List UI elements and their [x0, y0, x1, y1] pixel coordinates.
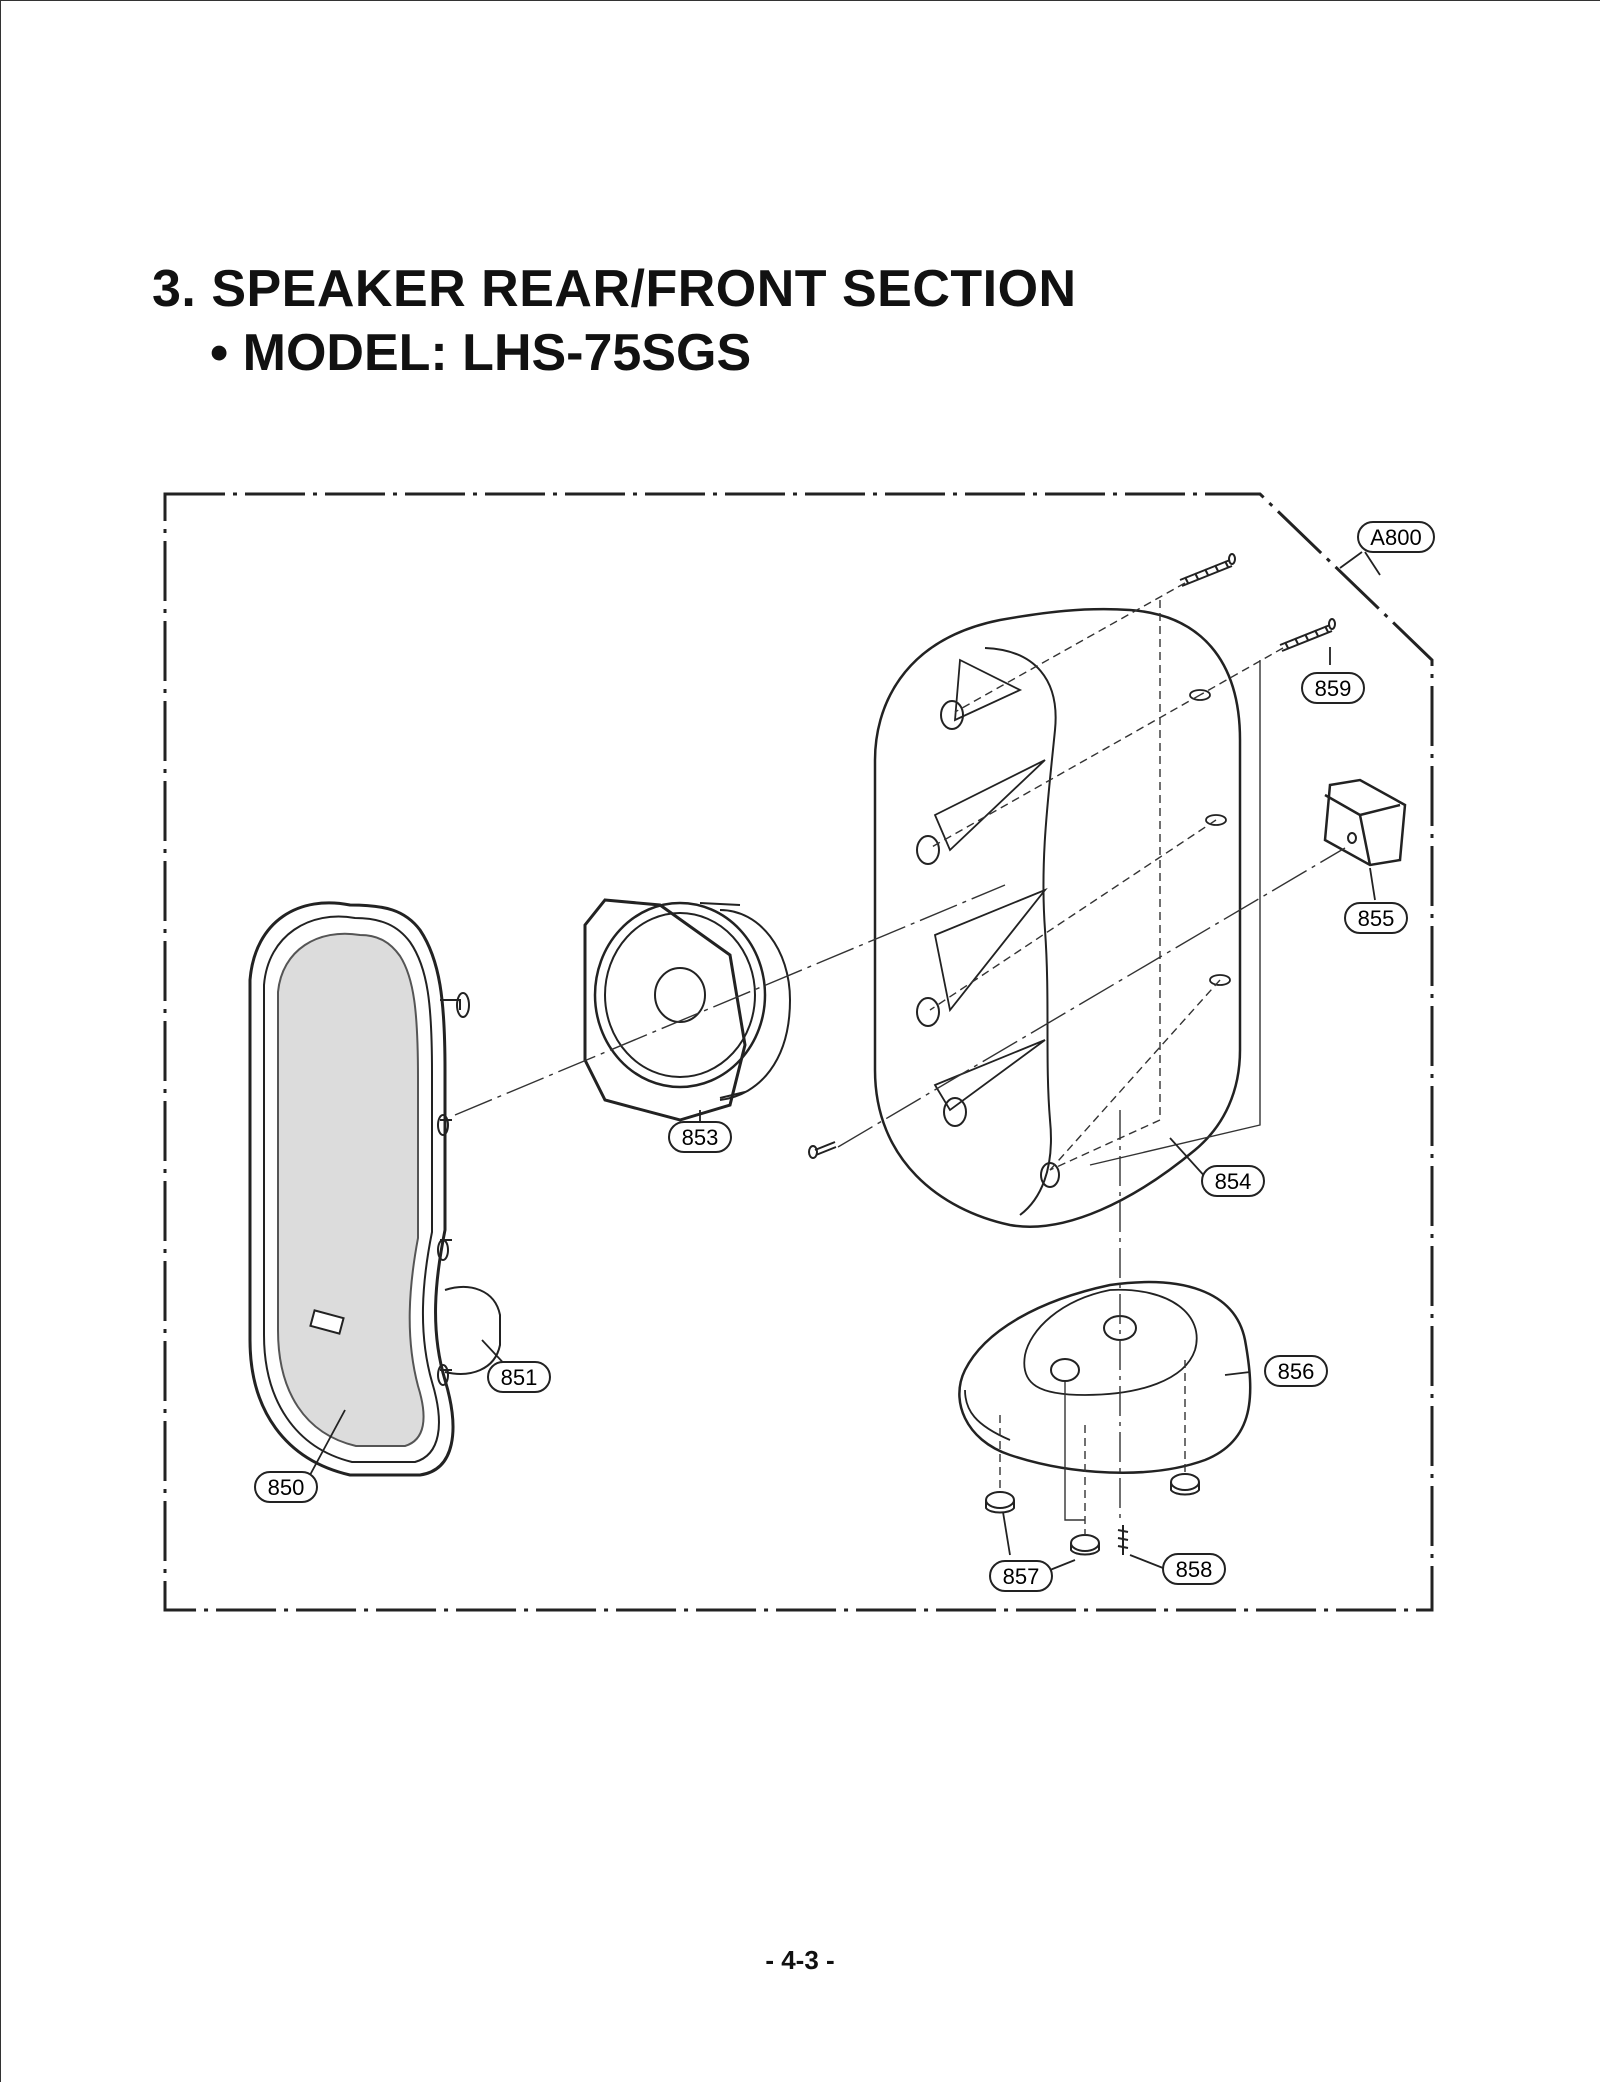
part-label: 853 — [682, 1125, 719, 1150]
screws-drawing — [808, 553, 1336, 1159]
base-drawing — [958, 1280, 1252, 1474]
part-label: 850 — [268, 1475, 305, 1500]
cabinet-drawing — [873, 607, 1242, 1228]
callout-854: 854 — [1201, 1165, 1265, 1197]
assembly-lines — [454, 582, 1346, 1535]
assembly-label: A800 — [1370, 525, 1421, 550]
model-subtitle: • MODEL: LHS-75SGS — [210, 324, 752, 382]
terminal-drawing — [1323, 778, 1407, 867]
leader-lines — [309, 551, 1381, 1571]
callout-850: 850 — [254, 1471, 318, 1503]
part-label: 858 — [1176, 1557, 1213, 1582]
callout-858: 858 — [1162, 1553, 1226, 1585]
callout-851: 851 — [487, 1361, 551, 1393]
callout-859: 859 — [1301, 672, 1365, 704]
part-label: 851 — [501, 1365, 538, 1390]
part-label: 855 — [1358, 906, 1395, 931]
part-label: 854 — [1215, 1169, 1252, 1194]
feet-drawing — [985, 1473, 1200, 1556]
callout-857: 857 — [989, 1560, 1053, 1592]
page-number: - 4-3 - — [765, 1945, 835, 1975]
part-label: 856 — [1278, 1359, 1315, 1384]
callout-856: 856 — [1264, 1355, 1328, 1387]
section-title: 3. SPEAKER REAR/FRONT SECTION — [152, 260, 1077, 318]
callout-855: 855 — [1344, 902, 1408, 934]
callout-a800: A800 — [1357, 521, 1435, 553]
callout-853: 853 — [668, 1121, 732, 1153]
diagram-border — [163, 492, 1434, 1612]
part-label: 857 — [1003, 1564, 1040, 1589]
front-grille-drawing — [248, 901, 501, 1477]
part-label: 859 — [1315, 676, 1352, 701]
woofer-drawing — [583, 898, 792, 1122]
